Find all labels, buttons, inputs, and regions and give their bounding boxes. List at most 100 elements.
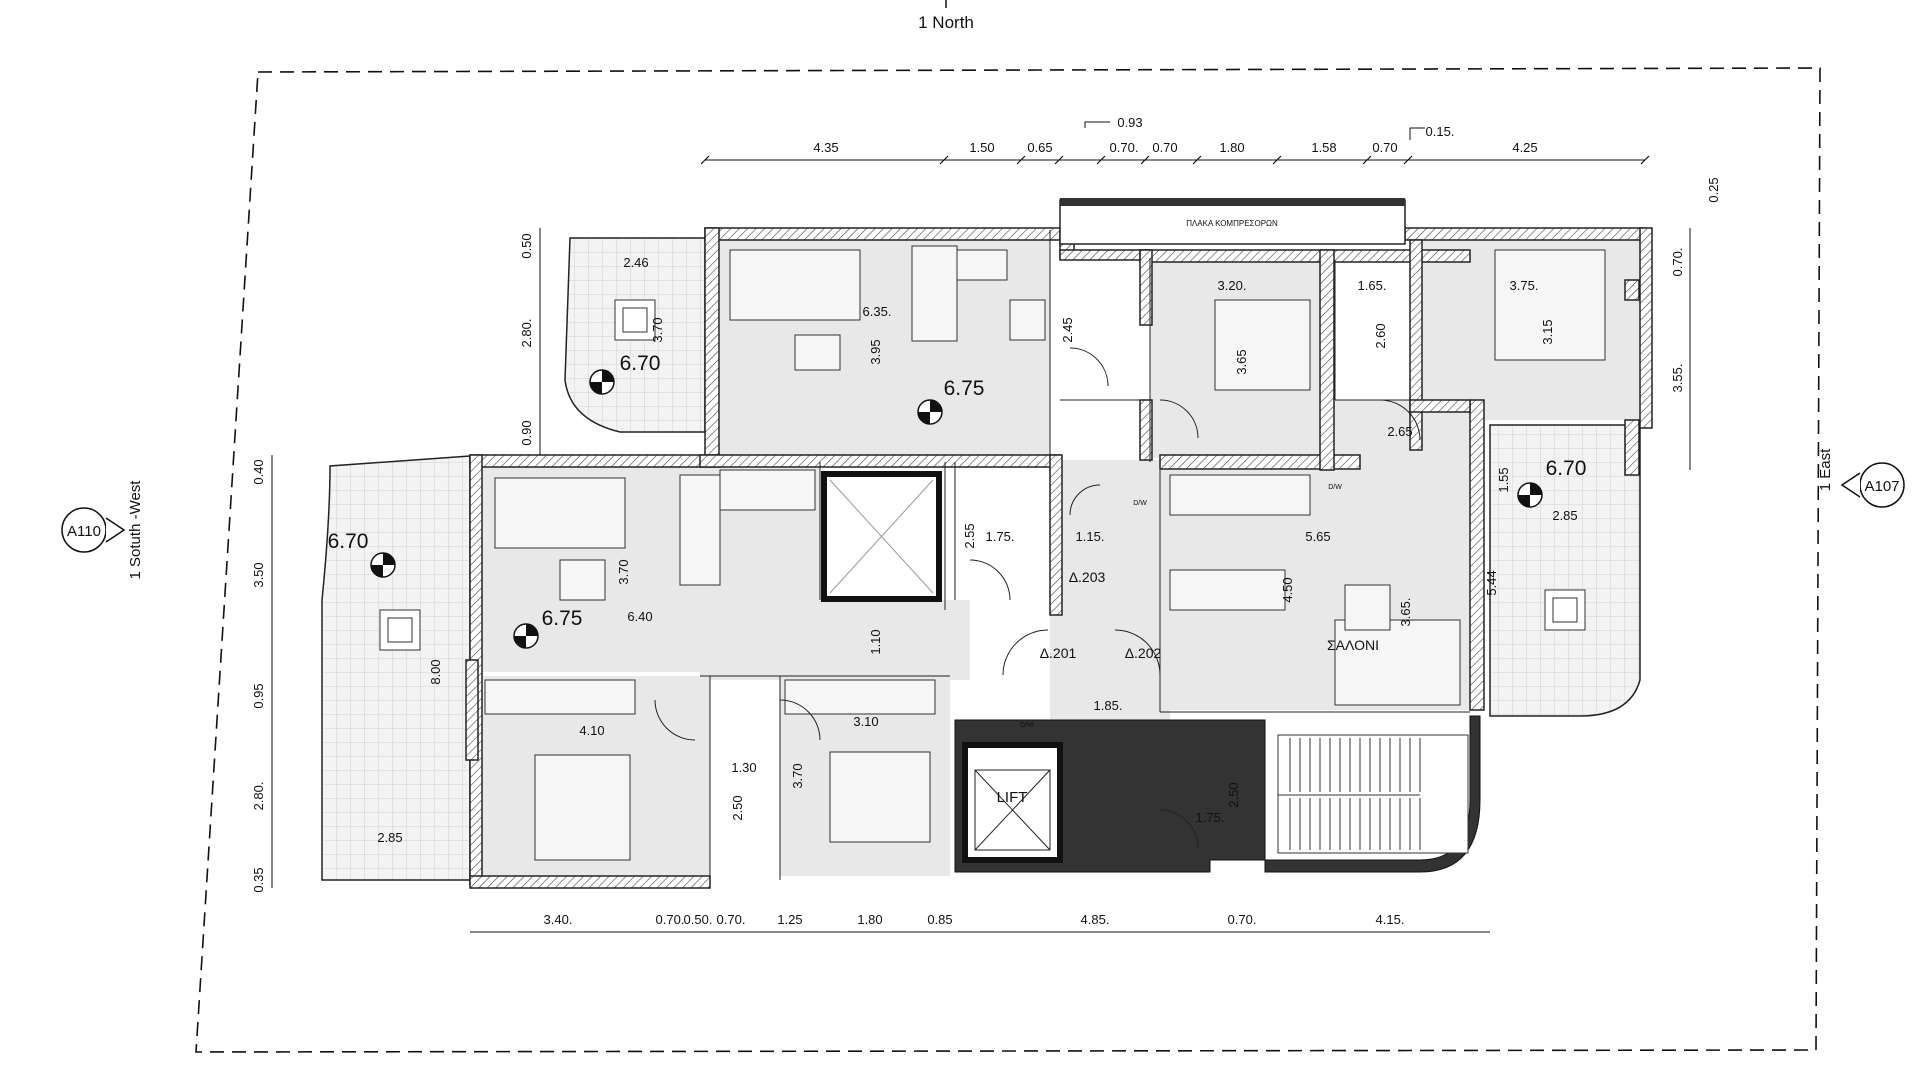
svg-text:2.55: 2.55: [962, 523, 977, 548]
svg-text:1.50: 1.50: [969, 140, 994, 155]
dimension-chain-bottom: 3.40. 0.70. 0.50. 0.70. 1.25 1.80 0.85 4…: [470, 912, 1490, 933]
svg-text:0.70: 0.70: [1372, 140, 1397, 155]
svg-text:5.44: 5.44: [1484, 570, 1499, 595]
svg-text:3.50: 3.50: [251, 562, 266, 587]
svg-text:2.50: 2.50: [1226, 782, 1241, 807]
svg-text:0.50: 0.50: [519, 233, 534, 258]
staircase: [1277, 734, 1469, 854]
dimension-chain-left: 0.40 3.50 0.95 2.80. 0.35: [251, 455, 273, 893]
svg-text:1.30: 1.30: [731, 760, 756, 775]
compressor-slab: ΠΛΑΚΑ ΚΟΜΠΡΕΣΟΡΩΝ: [1059, 198, 1406, 245]
svg-text:1.75.: 1.75.: [986, 529, 1015, 544]
svg-text:4.25: 4.25: [1512, 140, 1537, 155]
furniture: [484, 245, 1606, 861]
svg-text:3.75.: 3.75.: [1510, 278, 1539, 293]
svg-text:0.70.: 0.70.: [656, 912, 685, 927]
dimension-chain-top: 4.35 1.50 0.65 0.70. 0.70 1.80 1.58 0.70…: [700, 115, 1721, 203]
svg-text:6.35.: 6.35.: [863, 304, 892, 319]
svg-text:0.70.: 0.70.: [1110, 140, 1139, 155]
svg-text:0.65: 0.65: [1027, 140, 1052, 155]
balcony-table-nw: [614, 299, 656, 341]
svg-text:3.40.: 3.40.: [544, 912, 573, 927]
label-dw-2: D/W: [1328, 484, 1342, 491]
svg-text:3.95: 3.95: [868, 339, 883, 364]
svg-text:3.70: 3.70: [650, 317, 665, 342]
svg-text:1.10: 1.10: [868, 629, 883, 654]
svg-text:1.15.: 1.15.: [1076, 529, 1105, 544]
level-marker-balcony-east: 6.70: [1517, 457, 1586, 508]
svg-text:2.46: 2.46: [623, 255, 648, 270]
svg-text:0.85: 0.85: [927, 912, 952, 927]
svg-text:2.85: 2.85: [1552, 508, 1577, 523]
svg-text:3.10: 3.10: [853, 714, 878, 729]
level-marker-balcony-west: 6.70: [328, 530, 396, 578]
svg-text:1.80: 1.80: [857, 912, 882, 927]
svg-text:1.58: 1.58: [1311, 140, 1336, 155]
label-dw-1: D/W: [1133, 500, 1147, 507]
balcony-table-e: [1544, 589, 1586, 631]
door-swings: [654, 347, 1421, 849]
lift-label: LIFT: [997, 789, 1028, 806]
label-flat-203: Δ.203: [1069, 569, 1106, 585]
svg-text:1.65.: 1.65.: [1358, 278, 1387, 293]
svg-text:2.85: 2.85: [377, 830, 402, 845]
svg-text:2.50: 2.50: [730, 795, 745, 820]
svg-text:6.40: 6.40: [627, 609, 652, 624]
svg-text:3.55.: 3.55.: [1670, 364, 1685, 393]
svg-text:3.65.: 3.65.: [1398, 598, 1413, 627]
svg-text:0.35: 0.35: [251, 867, 266, 892]
svg-text:0.70.: 0.70.: [717, 912, 746, 927]
svg-text:6.75: 6.75: [542, 607, 583, 630]
svg-text:4.85.: 4.85.: [1081, 912, 1110, 927]
svg-text:4.10: 4.10: [579, 723, 604, 738]
floor-corridor: [700, 600, 970, 680]
svg-text:3.15: 3.15: [1540, 319, 1555, 344]
svg-text:0.90: 0.90: [519, 420, 534, 445]
lift-shaft: LIFT: [962, 742, 1063, 863]
svg-text:A107: A107: [1864, 478, 1899, 495]
balcony-west: [321, 455, 471, 881]
svg-text:0.50.: 0.50.: [684, 912, 713, 927]
svg-text:4.35: 4.35: [813, 140, 838, 155]
label-living-room: ΣΑΛΟΝΙ: [1327, 637, 1379, 653]
svg-text:2.65: 2.65: [1387, 424, 1412, 439]
svg-text:2.80.: 2.80.: [519, 319, 534, 348]
svg-text:6.75: 6.75: [944, 377, 985, 400]
dimension-chain-right: 0.70. 3.55.: [1670, 228, 1691, 470]
svg-text:3.70: 3.70: [790, 763, 805, 788]
svg-text:0.25: 0.25: [1706, 177, 1721, 202]
level-marker-apartment-west: 6.75: [513, 607, 583, 649]
label-flat-202: Δ.202: [1125, 645, 1162, 661]
svg-text:1 Sotuth -West: 1 Sotuth -West: [127, 480, 144, 580]
svg-text:4.50: 4.50: [1280, 577, 1295, 602]
svg-text:5.65: 5.65: [1305, 529, 1330, 544]
svg-text:1.55: 1.55: [1496, 467, 1511, 492]
balcony-table-w: [379, 609, 421, 651]
svg-text:0.70.: 0.70.: [1670, 248, 1685, 277]
svg-text:3.65: 3.65: [1234, 349, 1249, 374]
svg-text:1.25: 1.25: [777, 912, 802, 927]
interior-dimensions: 2.46 3.70 6.35. 3.95 2.45 3.20. 3.65 1.6…: [377, 255, 1577, 845]
svg-text:1.85.: 1.85.: [1094, 698, 1123, 713]
svg-text:0.70: 0.70: [1152, 140, 1177, 155]
svg-text:A110: A110: [67, 523, 101, 540]
svg-text:6.70: 6.70: [620, 352, 661, 375]
svg-text:4.15.: 4.15.: [1376, 912, 1405, 927]
svg-text:0.15.: 0.15.: [1426, 124, 1455, 139]
light-well: [821, 471, 942, 602]
svg-text:1.75.: 1.75.: [1196, 810, 1225, 825]
wall-stair-core: [954, 715, 1481, 873]
svg-text:2.60: 2.60: [1373, 323, 1388, 348]
svg-text:3.70: 3.70: [616, 559, 631, 584]
svg-text:ΠΛΑΚΑ ΚΟΜΠΡΕΣΟΡΩΝ: ΠΛΑΚΑ ΚΟΜΠΡΕΣΟΡΩΝ: [1186, 219, 1278, 228]
svg-text:0.93: 0.93: [1117, 115, 1142, 130]
north-label: 1 North: [918, 13, 974, 32]
svg-text:0.40: 0.40: [251, 459, 266, 484]
svg-text:6.70: 6.70: [328, 530, 369, 553]
svg-text:1.80: 1.80: [1219, 140, 1244, 155]
svg-text:2.80.: 2.80.: [251, 782, 266, 811]
svg-text:0.70.: 0.70.: [1228, 912, 1257, 927]
level-marker-balcony-nw: 6.70: [589, 352, 661, 395]
site-boundary: [195, 67, 1821, 1053]
svg-text:3.20.: 3.20.: [1218, 278, 1247, 293]
